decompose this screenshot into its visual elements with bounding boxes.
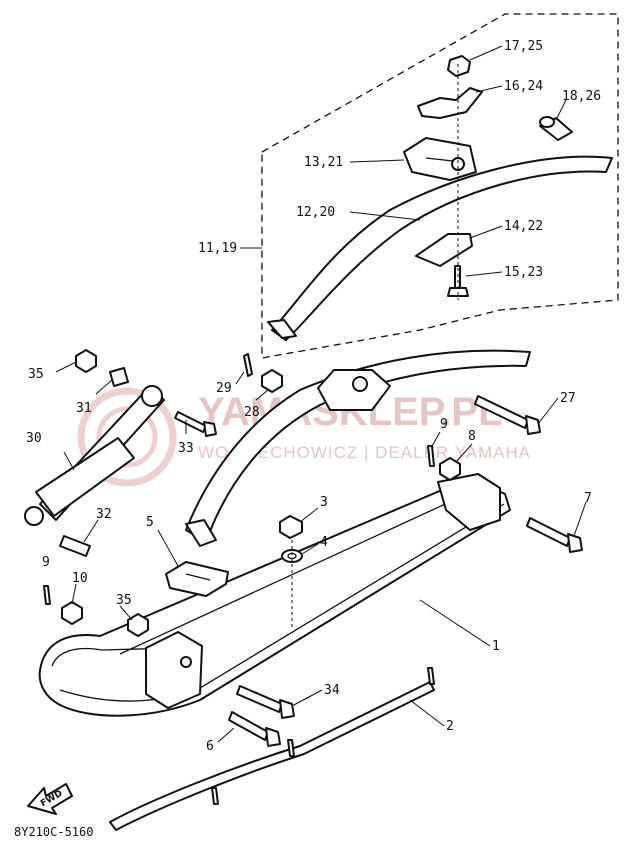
callout-7: 7 bbox=[584, 491, 592, 506]
watermark-tagline: WOJCIECHOWICZ | DEALER YAMAHA bbox=[198, 443, 531, 462]
ski-runner bbox=[109, 667, 435, 831]
callout-2: 2 bbox=[446, 719, 454, 734]
callout-14-22: 14,22 bbox=[504, 219, 543, 234]
callout-5: 5 bbox=[146, 515, 154, 530]
callout-13-21: 13,21 bbox=[304, 155, 343, 170]
callout-3: 3 bbox=[320, 495, 328, 510]
shock-absorber bbox=[24, 385, 165, 526]
callout-1: 1 bbox=[492, 639, 500, 654]
nut-17 bbox=[447, 55, 471, 77]
ski-front-bracket bbox=[145, 631, 203, 709]
pin-9-left bbox=[43, 585, 51, 605]
callout-8: 8 bbox=[468, 429, 476, 444]
pin-29 bbox=[243, 353, 253, 377]
callout-27: 27 bbox=[560, 391, 576, 406]
callout-9-left: 9 bbox=[42, 555, 50, 570]
callout-11-19: 11,19 bbox=[198, 241, 237, 256]
collar-31 bbox=[109, 367, 129, 387]
callout-31: 31 bbox=[76, 401, 92, 416]
clamp-plate bbox=[417, 87, 483, 119]
bushing-18 bbox=[539, 116, 573, 141]
spring-plate-lower bbox=[415, 233, 473, 267]
nut-8 bbox=[439, 457, 461, 481]
spring-mount-bracket-upper bbox=[403, 137, 477, 181]
callouts: 17,25 16,24 18,26 13,21 12,20 14,22 15,2… bbox=[26, 39, 601, 754]
bolt-6 bbox=[228, 711, 281, 747]
nut-28 bbox=[261, 369, 283, 393]
nut-35-lower bbox=[127, 613, 149, 637]
callout-35-upper: 35 bbox=[28, 367, 44, 382]
ski-rear-bracket bbox=[437, 473, 501, 531]
bolt-34 bbox=[236, 685, 295, 719]
callout-16-24: 16,24 bbox=[504, 79, 543, 94]
bolt-27 bbox=[474, 395, 541, 435]
callout-34: 34 bbox=[324, 683, 340, 698]
spring-assembly-boundary bbox=[261, 13, 619, 359]
callout-18-26: 18,26 bbox=[562, 89, 601, 104]
leader-lines bbox=[55, 45, 587, 743]
pin-9-right bbox=[427, 445, 435, 467]
upper-leaf-spring bbox=[267, 155, 613, 341]
callout-30: 30 bbox=[26, 431, 42, 446]
callout-6: 6 bbox=[206, 739, 214, 754]
callout-33: 33 bbox=[178, 441, 194, 456]
nut-3 bbox=[279, 515, 303, 539]
callout-10: 10 bbox=[72, 571, 88, 586]
callout-32: 32 bbox=[96, 507, 112, 522]
callout-12-20: 12,20 bbox=[296, 205, 335, 220]
callout-15-23: 15,23 bbox=[504, 265, 543, 280]
nut-35-upper bbox=[75, 349, 97, 373]
spring-mount-bracket-lower bbox=[317, 369, 391, 411]
ski-clamp-5 bbox=[165, 561, 229, 597]
callout-29: 29 bbox=[216, 381, 232, 396]
nut-10 bbox=[61, 601, 83, 625]
callout-35-lower: 35 bbox=[116, 593, 132, 608]
callout-17-25: 17,25 bbox=[504, 39, 543, 54]
callout-9-right: 9 bbox=[440, 417, 448, 432]
callout-4: 4 bbox=[320, 535, 328, 550]
bolt-33 bbox=[174, 411, 217, 437]
bolt-7 bbox=[526, 517, 583, 553]
diagram-code: 8Y210C-5160 bbox=[14, 825, 93, 839]
callout-28: 28 bbox=[244, 405, 260, 420]
collar-32 bbox=[59, 535, 91, 557]
fwd-arrow: FWD bbox=[27, 783, 73, 815]
washer-4 bbox=[281, 549, 303, 563]
